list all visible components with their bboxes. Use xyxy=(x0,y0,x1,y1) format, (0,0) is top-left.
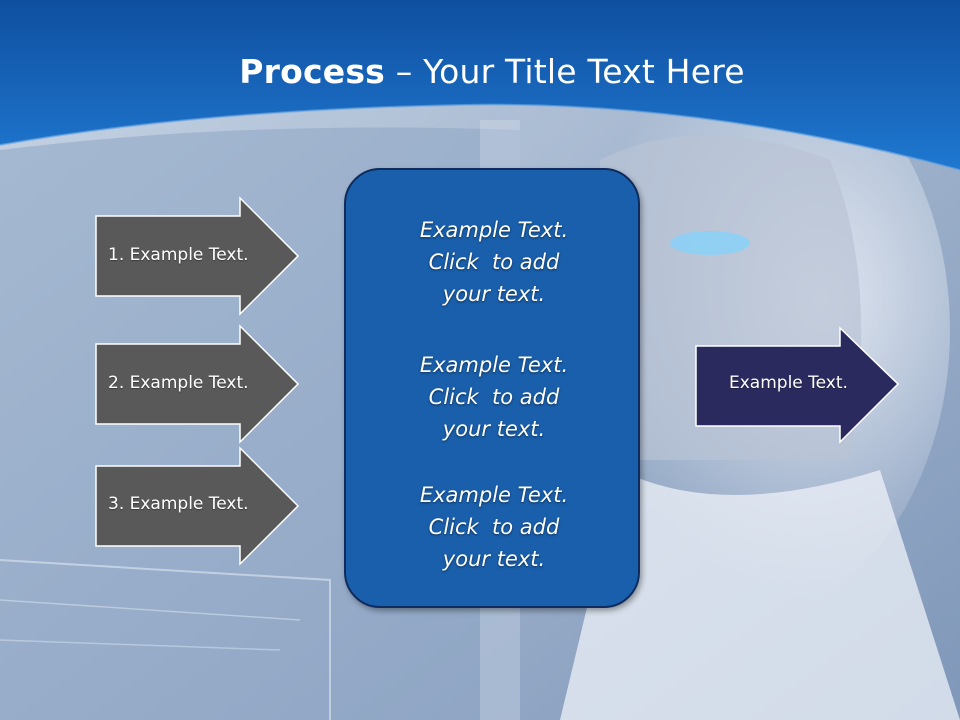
arrow-1-label: 1. Example Text. xyxy=(108,245,249,265)
center-text-block-3[interactable]: Example Text. Click to add your text. xyxy=(346,479,642,575)
block-2-line-2: Click to add xyxy=(428,385,560,409)
result-arrow-label: Example Text. xyxy=(729,373,848,393)
center-text-block-1[interactable]: Example Text. Click to add your text. xyxy=(346,214,642,310)
block-1-line-1: Example Text. xyxy=(419,218,569,242)
block-3-line-1: Example Text. xyxy=(419,483,569,507)
title-bold: Process xyxy=(239,52,386,91)
block-3-line-3: your text. xyxy=(442,547,546,571)
arrow-2-label: 2. Example Text. xyxy=(108,373,249,393)
block-1-line-2: Click to add xyxy=(428,250,560,274)
block-1-line-3: your text. xyxy=(442,282,546,306)
process-arrow-3[interactable] xyxy=(94,446,300,566)
block-3-line-2: Click to add xyxy=(428,515,560,539)
process-arrow-2[interactable] xyxy=(94,324,300,444)
process-arrow-1[interactable] xyxy=(94,196,300,316)
block-2-line-3: your text. xyxy=(442,417,546,441)
center-text-block-2[interactable]: Example Text. Click to add your text. xyxy=(346,349,642,445)
block-2-line-1: Example Text. xyxy=(419,353,569,377)
title-rest: – Your Title Text Here xyxy=(385,52,745,91)
result-arrow[interactable] xyxy=(694,326,900,446)
arrow-3-label: 3. Example Text. xyxy=(108,494,249,514)
center-content-box[interactable]: Example Text. Click to add your text. Ex… xyxy=(344,168,640,608)
slide-title: Process – Your Title Text Here xyxy=(0,52,960,91)
